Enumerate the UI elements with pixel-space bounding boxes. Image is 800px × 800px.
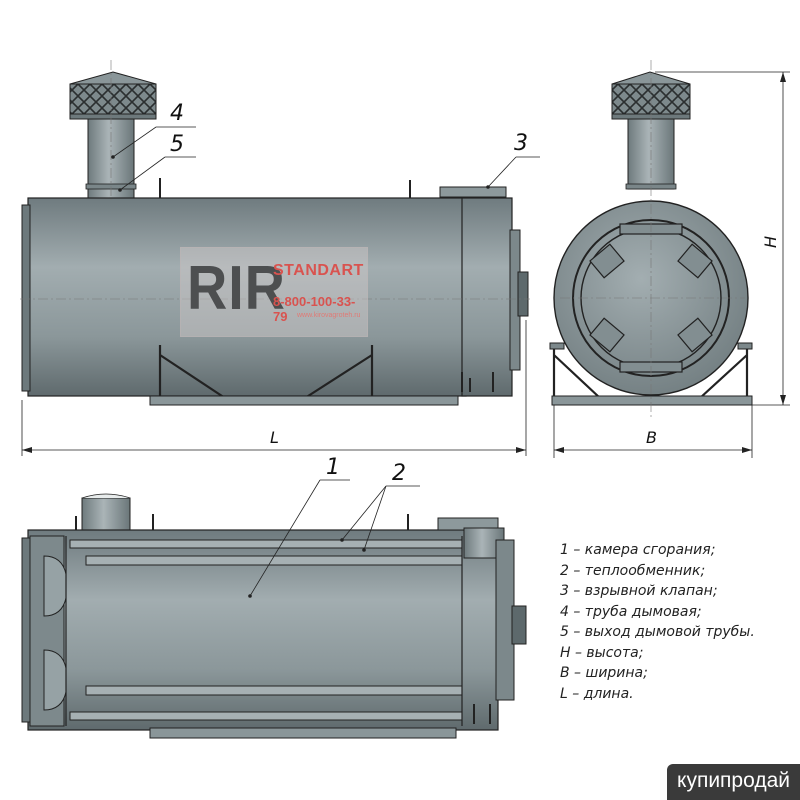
top-view (21, 493, 527, 739)
legend-item: 5 – выход дымовой трубы. (560, 624, 755, 640)
top-callouts: 1 2 (248, 455, 420, 598)
legend-item: 3 – взрывной клапан; (560, 583, 718, 599)
watermark-brand: RIR (187, 254, 286, 323)
watermark-logo: RIR STANDART 8-800-100-33-79 www.kirovag… (180, 247, 368, 337)
dim-label-l: L (270, 428, 279, 447)
callout-2: 2 (392, 461, 406, 486)
side-callouts: 4 5 3 (111, 101, 540, 192)
site-badge[interactable]: купипродай (667, 764, 800, 800)
legend: 1 – камера сгорания; 2 – теплообменник; … (560, 540, 796, 704)
boiler-body-side (27, 197, 467, 397)
legend-item: H – высота; (560, 644, 644, 661)
explosion-valve (439, 186, 507, 198)
callout-4: 4 (170, 101, 184, 126)
watermark-site: www.kirovagroteh.ru (297, 312, 361, 319)
legend-item: 1 – камера сгорания; (560, 542, 716, 558)
legend-item: B – ширина; (560, 665, 648, 681)
callout-3: 3 (514, 131, 528, 156)
dimension-length: L (21, 320, 527, 456)
watermark-sub: STANDART (273, 262, 364, 279)
dim-label-h: H (761, 236, 780, 248)
dim-label-b: B (646, 428, 657, 447)
dimension-width: B (553, 405, 753, 458)
legend-item: 4 – труба дымовая; (560, 603, 702, 620)
chimney-cap (69, 71, 157, 85)
dimension-height: H (655, 71, 790, 406)
callout-5: 5 (170, 132, 184, 157)
legend-item: 2 – теплообменник; (560, 562, 706, 579)
side-view (20, 60, 530, 406)
legend-item: L – длина. (560, 685, 634, 702)
front-view (549, 60, 753, 420)
base-frame-side (149, 395, 459, 406)
callout-1: 1 (326, 455, 340, 480)
base-frame-front (551, 395, 753, 406)
chimney-mesh (69, 83, 157, 117)
watermark-phone: 8-800-100-33-79 (273, 294, 356, 324)
base-frame-top (149, 727, 457, 739)
